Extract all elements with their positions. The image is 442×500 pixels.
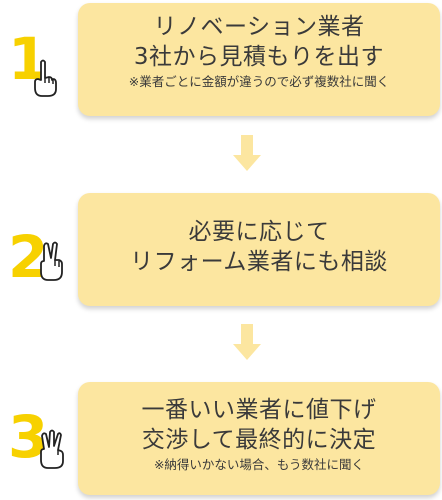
step-3-title-line-1: 一番いい業者に値下げ [141,397,377,423]
three-finger-hand-icon [40,429,64,469]
step-3-title-line-2: 交渉して最終的に決定 [141,427,377,453]
two-finger-hand-icon [40,241,63,281]
step-1-note: ※業者ごとに金額が違うので必ず複数社に聞く [128,74,390,89]
one-finger-hand-icon [34,59,57,97]
down-arrow-icon [233,135,261,171]
step-1-title-line-2: 3社から見積もりを出す [133,44,385,70]
step-2-title-line-2: リフォーム業者にも相談 [130,249,388,275]
step-1-card: リノベーション業者 3社から見積もりを出す ※業者ごとに金額が違うので必ず複数社… [78,3,440,116]
step-1-title-line-1: リノベーション業者 [153,14,365,40]
down-arrow-icon [233,324,261,360]
step-2-card: 必要に応じて リフォーム業者にも相談 [78,193,440,306]
step-2-title-line-1: 必要に応じて [188,219,330,245]
step-3-note: ※納得いかない場合、もう数社に聞く [153,457,365,472]
step-3-card: 一番いい業者に値下げ 交渉して最終的に決定 ※納得いかない場合、もう数社に聞く [78,382,440,495]
